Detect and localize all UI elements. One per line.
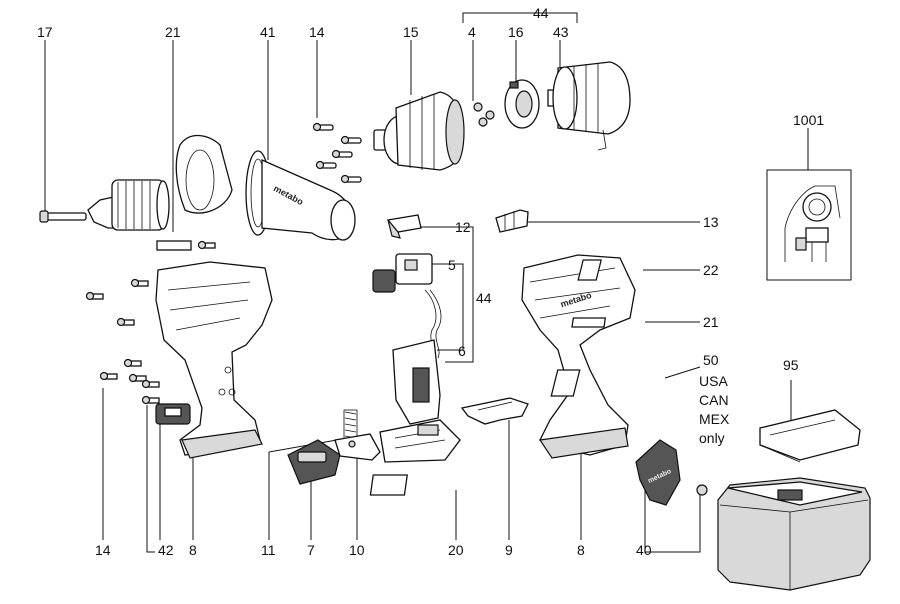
callout-12: 12 <box>455 219 471 235</box>
part-chuck <box>87 179 170 231</box>
callout-44-top: 44 <box>533 5 549 21</box>
part-95-tray <box>759 409 861 463</box>
part-17-screw <box>39 210 87 223</box>
note-50-mex: MEX <box>699 411 730 427</box>
callout-50: 50 <box>703 352 719 368</box>
callout-8-right: 8 <box>577 542 585 558</box>
callout-22: 22 <box>703 262 719 278</box>
callout-14-bottom: 14 <box>95 542 111 558</box>
part-14-screws-top <box>312 122 362 184</box>
part-8-housing-right: metabo <box>521 254 636 459</box>
callout-10: 10 <box>349 542 365 558</box>
callout-17: 17 <box>37 24 53 40</box>
callout-42: 42 <box>158 542 174 558</box>
part-21-label <box>156 240 192 251</box>
callout-40: 40 <box>636 542 652 558</box>
callout-43: 43 <box>553 24 569 40</box>
part-20-sheet <box>369 474 408 496</box>
callout-16: 16 <box>508 24 524 40</box>
part-10-clip <box>334 433 381 461</box>
callout-20: 20 <box>448 542 464 558</box>
callout-21: 21 <box>165 24 181 40</box>
callout-4: 4 <box>468 24 476 40</box>
part-1001-schematic-box <box>766 169 852 281</box>
callout-95: 95 <box>783 357 799 373</box>
part-21-label-right <box>571 317 607 328</box>
part-11-spring <box>343 409 358 441</box>
callout-41: 41 <box>260 24 276 40</box>
part-43-motor <box>547 61 631 151</box>
note-50-only: only <box>699 430 725 446</box>
part-8-housing-left <box>155 261 273 459</box>
part-9-slider <box>460 397 529 425</box>
part-13-cap <box>495 209 529 233</box>
callout-9: 9 <box>505 542 513 558</box>
part-battery-pack <box>717 477 871 591</box>
part-12-cap <box>386 214 422 239</box>
part-50-label <box>550 369 581 397</box>
callout-7: 7 <box>307 542 315 558</box>
callout-5: 5 <box>448 257 456 273</box>
note-50-regions: USA CAN MEX only <box>699 372 729 448</box>
part-7-led-module <box>287 439 341 485</box>
callout-11: 11 <box>261 542 276 558</box>
callout-13: 13 <box>703 214 719 230</box>
callout-8-left: 8 <box>189 542 197 558</box>
part-6-harness <box>392 289 442 425</box>
part-14-screws-left <box>85 240 216 405</box>
callout-21-right: 21 <box>703 314 719 330</box>
note-50-can: CAN <box>699 392 729 408</box>
part-5-switch <box>372 253 433 293</box>
part-16-brush-plate <box>504 79 540 129</box>
callout-6: 6 <box>458 343 466 359</box>
callout-15: 15 <box>403 24 419 40</box>
part-15-gearbox <box>373 91 465 171</box>
part-battery-contact-base <box>379 419 461 463</box>
callout-1001: 1001 <box>793 112 825 128</box>
callout-44-mid: 44 <box>476 290 492 306</box>
part-40-cover: metabo <box>635 439 708 506</box>
callout-14-top: 14 <box>309 24 325 40</box>
part-42-latch <box>155 403 191 425</box>
part-41-side-handle: metabo <box>175 134 356 241</box>
note-50-usa: USA <box>699 373 728 389</box>
part-22-label <box>577 259 602 281</box>
part-4-screws <box>473 102 495 127</box>
leader-lines <box>44 12 809 553</box>
